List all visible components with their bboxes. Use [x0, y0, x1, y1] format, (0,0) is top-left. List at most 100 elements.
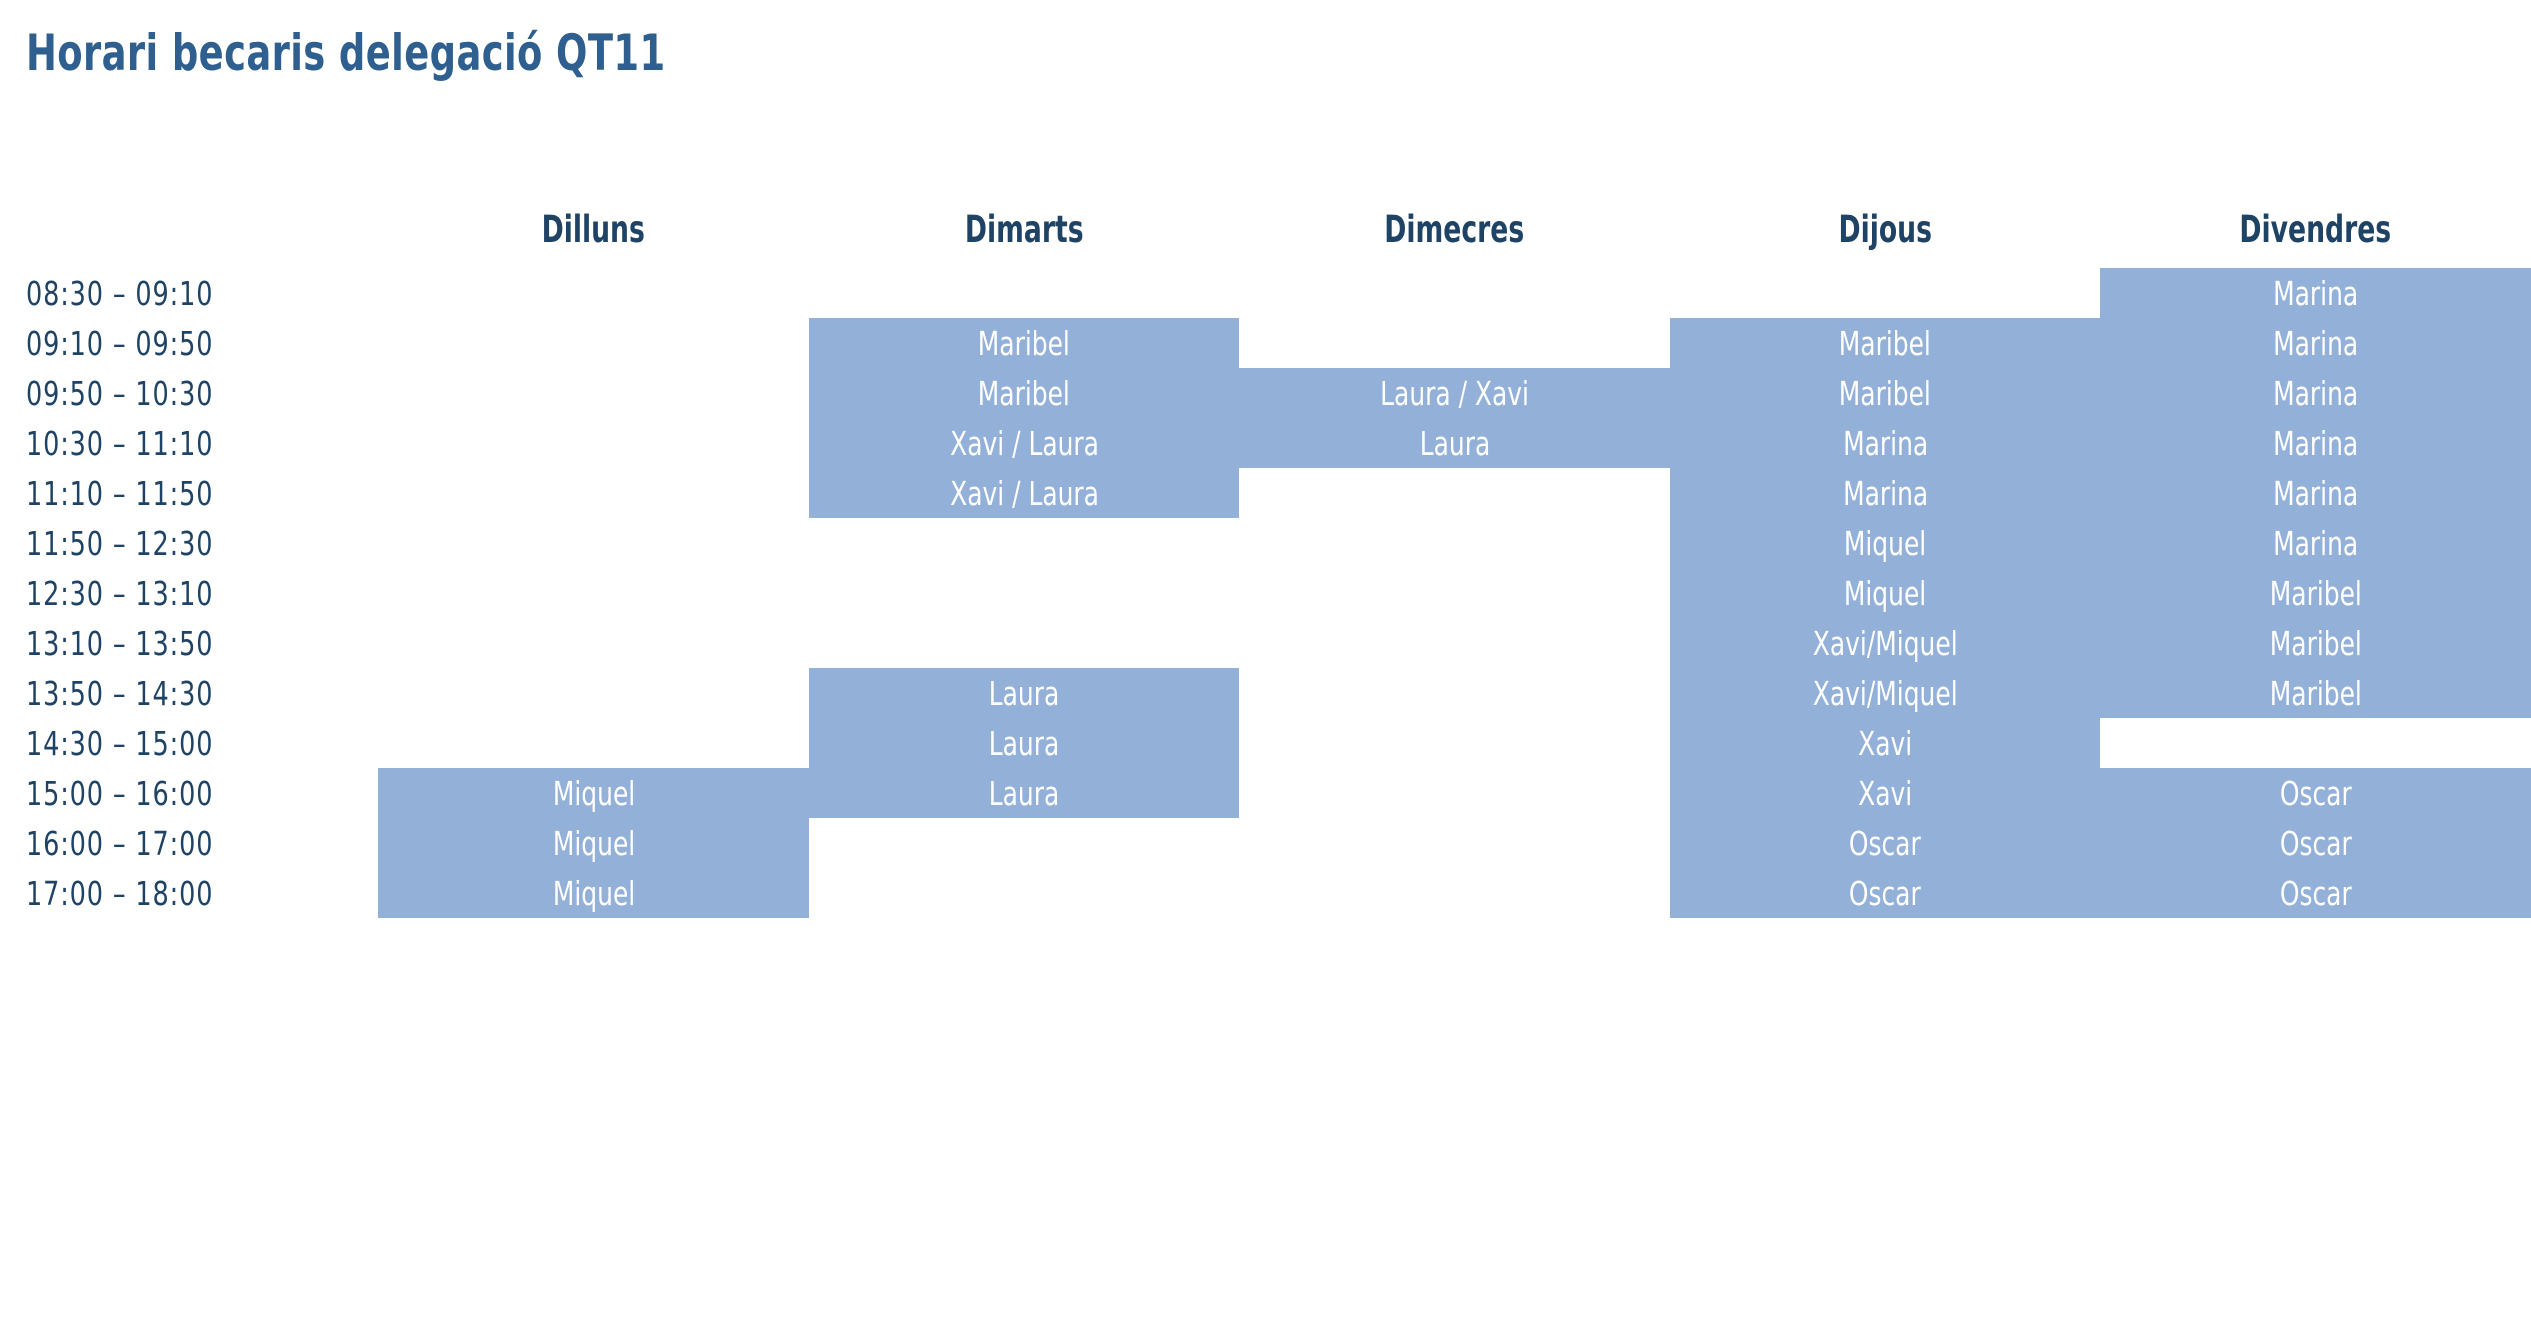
- schedule-cell-empty[interactable]: [378, 268, 809, 318]
- time-slot-text: 16:00 – 17:00: [26, 823, 214, 863]
- schedule-cell-assigned[interactable]: Marina: [2100, 268, 2531, 318]
- schedule-cell-empty[interactable]: [808, 868, 1240, 918]
- schedule-cell-assigned[interactable]: Marina: [2100, 468, 2531, 518]
- schedule-cell-assigned[interactable]: Xavi / Laura: [808, 468, 1240, 518]
- time-slot-label: 14:30 – 15:00: [0, 718, 378, 768]
- schedule-cell-assigned[interactable]: Oscar: [1669, 868, 2101, 918]
- schedule-cell-empty[interactable]: [1669, 268, 2101, 318]
- table-row: 13:10 – 13:50 Xavi/Miquel Maribel: [0, 618, 2531, 668]
- time-slot-text: 09:50 – 10:30: [26, 373, 214, 413]
- schedule-cell-empty[interactable]: [1239, 718, 1670, 768]
- schedule-cell-empty[interactable]: [378, 418, 809, 468]
- schedule-cell-empty[interactable]: [378, 318, 809, 368]
- schedule-cell-empty[interactable]: [378, 568, 809, 618]
- schedule-cell-assigned[interactable]: Oscar: [1669, 818, 2101, 868]
- schedule-cell-assigned[interactable]: Miquel: [1669, 568, 2101, 618]
- schedule-cell-assigned[interactable]: Miquel: [378, 818, 809, 868]
- time-slot-text: 15:00 – 16:00: [26, 773, 214, 813]
- schedule-cell-assigned[interactable]: Marina: [2100, 418, 2531, 468]
- schedule-cell-text: Oscar: [2279, 823, 2352, 863]
- schedule-cell-empty[interactable]: [808, 518, 1240, 568]
- schedule-cell-empty[interactable]: [378, 518, 809, 568]
- time-slot-text: 10:30 – 11:10: [26, 423, 214, 463]
- schedule-cell-assigned[interactable]: Oscar: [2100, 768, 2531, 818]
- schedule-cell-text: Maribel: [978, 323, 1071, 363]
- schedule-cell-text: Laura / Xavi: [1380, 373, 1530, 413]
- schedule-cell-text: Marina: [2273, 523, 2359, 563]
- schedule-cell-assigned[interactable]: Marina: [1669, 418, 2101, 468]
- schedule-cell-empty[interactable]: [1239, 568, 1670, 618]
- schedule-cell-text: Maribel: [2269, 573, 2362, 613]
- schedule-cell-assigned[interactable]: Marina: [2100, 518, 2531, 568]
- schedule-cell-empty[interactable]: [1239, 518, 1670, 568]
- schedule-cell-text: Maribel: [2269, 623, 2362, 663]
- schedule-cell-assigned[interactable]: Maribel: [2100, 568, 2531, 618]
- schedule-cell-assigned[interactable]: Laura / Xavi: [1239, 368, 1670, 418]
- schedule-cell-assigned[interactable]: Marina: [1669, 468, 2101, 518]
- schedule-cell-empty[interactable]: [808, 568, 1240, 618]
- time-slot-text: 09:10 – 09:50: [26, 323, 214, 363]
- day-header-dimecres: Dimecres: [1384, 207, 1525, 251]
- time-slot-label: 13:50 – 14:30: [0, 668, 378, 718]
- schedule-cell-assigned[interactable]: Maribel: [808, 318, 1240, 368]
- day-header-row: Dilluns Dimarts Dimecres Dijous Divendre…: [0, 190, 2531, 268]
- schedule-cell-empty[interactable]: [378, 668, 809, 718]
- schedule-cell-assigned[interactable]: Xavi/Miquel: [1669, 668, 2101, 718]
- schedule-cell-empty[interactable]: [1239, 818, 1670, 868]
- schedule-cell-assigned[interactable]: Maribel: [2100, 618, 2531, 668]
- schedule-cell-assigned[interactable]: Miquel: [378, 868, 809, 918]
- schedule-cell-empty[interactable]: [378, 468, 809, 518]
- schedule-cell-text: Miquel: [552, 823, 635, 863]
- schedule-cell-text: Marina: [1842, 423, 1928, 463]
- schedule-cell-empty[interactable]: [1239, 868, 1670, 918]
- schedule-cell-empty[interactable]: [1239, 318, 1670, 368]
- schedule-cell-empty[interactable]: [1239, 668, 1670, 718]
- time-slot-label: 10:30 – 11:10: [0, 418, 378, 468]
- table-row: 14:30 – 15:00 Laura Xavi: [0, 718, 2531, 768]
- schedule-cell-text: Miquel: [1843, 523, 1927, 563]
- schedule-cell-assigned[interactable]: Laura: [808, 718, 1240, 768]
- schedule-cell-assigned[interactable]: Maribel: [808, 368, 1240, 418]
- schedule-cell-empty[interactable]: [378, 618, 809, 668]
- schedule-cell-assigned[interactable]: Xavi/Miquel: [1669, 618, 2101, 668]
- schedule-cell-empty[interactable]: [808, 618, 1240, 668]
- schedule-cell-empty[interactable]: [378, 368, 809, 418]
- schedule-cell-assigned[interactable]: Xavi: [1669, 718, 2101, 768]
- schedule-cell-text: Miquel: [552, 873, 635, 913]
- schedule-cell-assigned[interactable]: Laura: [808, 768, 1240, 818]
- schedule-cell-empty[interactable]: [1239, 618, 1670, 668]
- schedule-cell-empty[interactable]: [808, 268, 1240, 318]
- schedule-cell-assigned[interactable]: Miquel: [1669, 518, 2101, 568]
- time-slot-label: 11:10 – 11:50: [0, 468, 378, 518]
- schedule-cell-text: Xavi: [1858, 723, 1913, 763]
- schedule-cell-assigned[interactable]: Xavi: [1669, 768, 2101, 818]
- schedule-cell-empty[interactable]: [1239, 768, 1670, 818]
- schedule-table: Dilluns Dimarts Dimecres Dijous Divendre…: [0, 190, 2531, 918]
- schedule-cell-assigned[interactable]: Xavi / Laura: [808, 418, 1240, 468]
- schedule-cell-empty[interactable]: [378, 718, 809, 768]
- schedule-cell-assigned[interactable]: Marina: [2100, 318, 2531, 368]
- time-slot-label: 13:10 – 13:50: [0, 618, 378, 668]
- schedule-cell-assigned[interactable]: Laura: [1239, 418, 1670, 468]
- schedule-cell-assigned[interactable]: Oscar: [2100, 868, 2531, 918]
- schedule-cell-empty[interactable]: [1239, 268, 1670, 318]
- schedule-cell-empty[interactable]: [1239, 468, 1670, 518]
- schedule-cell-text: Oscar: [1849, 823, 1922, 863]
- schedule-cell-assigned[interactable]: Laura: [808, 668, 1240, 718]
- schedule-cell-text: Laura: [988, 673, 1060, 713]
- schedule-cell-empty[interactable]: [808, 818, 1240, 868]
- schedule-cell-assigned[interactable]: Marina: [2100, 368, 2531, 418]
- schedule-cell-assigned[interactable]: Miquel: [378, 768, 809, 818]
- schedule-cell-assigned[interactable]: Maribel: [1669, 368, 2101, 418]
- schedule-cell-empty[interactable]: [2100, 718, 2531, 768]
- schedule-cell-assigned[interactable]: Maribel: [2100, 668, 2531, 718]
- schedule-cell-assigned[interactable]: Oscar: [2100, 818, 2531, 868]
- schedule-cell-assigned[interactable]: Maribel: [1669, 318, 2101, 368]
